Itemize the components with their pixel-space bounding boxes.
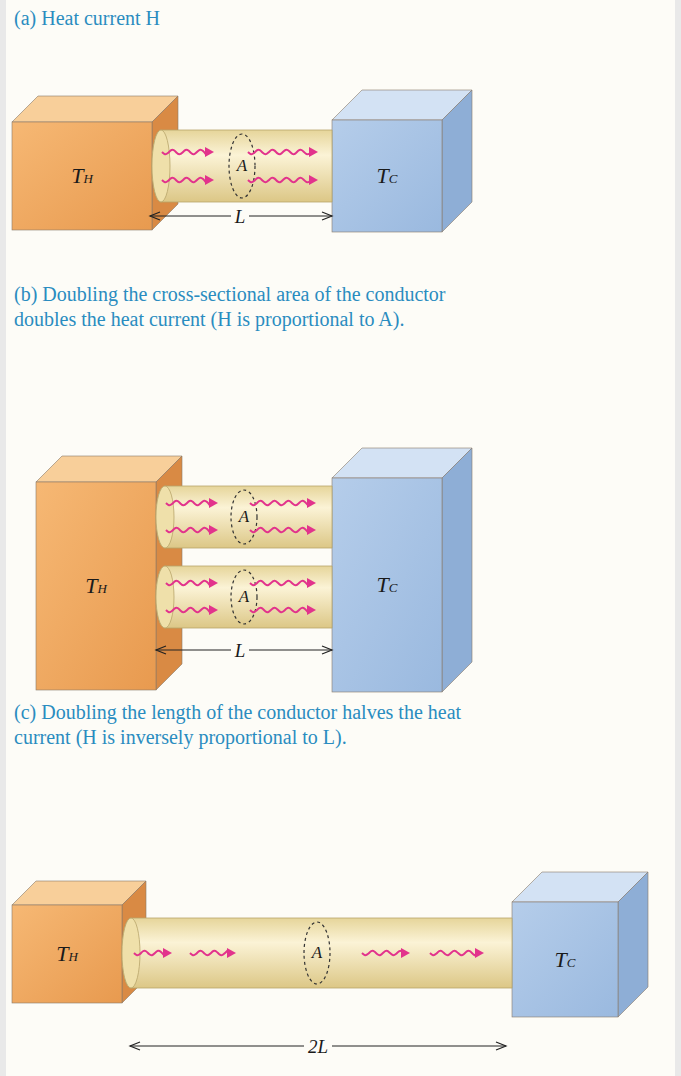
heat-flow-arrowhead bbox=[163, 948, 172, 958]
heat-flow-arrow bbox=[250, 501, 308, 506]
heat-flow-arrowhead bbox=[401, 948, 410, 958]
heat-flow-arrow bbox=[250, 528, 308, 533]
heat-flow-arrowhead bbox=[209, 578, 218, 588]
heat-flow-arrowhead bbox=[205, 175, 214, 185]
cross-section-outline bbox=[231, 570, 257, 624]
area-label: A bbox=[239, 507, 249, 527]
dimension-arrowhead bbox=[322, 212, 332, 220]
hot-block-front bbox=[36, 482, 156, 690]
cold-block-side bbox=[442, 90, 472, 232]
cold-block-side bbox=[442, 448, 472, 692]
heat-flow-arrow bbox=[166, 528, 210, 533]
dimension-arrowhead bbox=[150, 212, 160, 220]
temperature-label: TC bbox=[377, 163, 398, 189]
hot-reservoir: TH bbox=[36, 482, 156, 690]
heat-flow-arrowhead bbox=[309, 147, 318, 157]
dimension-arrowhead bbox=[496, 1042, 506, 1050]
cross-section-outline bbox=[231, 490, 257, 544]
heat-flow-arrow bbox=[134, 951, 164, 956]
cold-block-front bbox=[512, 902, 618, 1017]
cross-section-outline bbox=[304, 922, 330, 984]
dimension-arrowhead bbox=[322, 646, 332, 654]
heat-flow-arrowhead bbox=[205, 147, 214, 157]
heat-flow-arrowhead bbox=[475, 948, 484, 958]
conductor-rod bbox=[156, 486, 332, 548]
rod-end bbox=[122, 918, 140, 988]
panel-heading: (a) Heat current H bbox=[14, 6, 654, 31]
heat-flow-arrow bbox=[162, 178, 206, 183]
heat-flow-arrow bbox=[430, 951, 476, 956]
heat-flow-arrow bbox=[250, 608, 308, 613]
heat-flow-arrow bbox=[248, 178, 310, 182]
hot-reservoir: TH bbox=[12, 122, 152, 230]
temperature-label: TC bbox=[377, 572, 398, 598]
temperature-label: TH bbox=[85, 573, 107, 599]
area-label: A bbox=[312, 943, 322, 963]
hot-block-front bbox=[12, 122, 152, 230]
cross-section-outline bbox=[229, 134, 255, 198]
heat-flow-arrowhead bbox=[209, 605, 218, 615]
dimension-arrowhead bbox=[156, 646, 166, 654]
area-label: A bbox=[239, 587, 249, 607]
heat-flow-arrow bbox=[166, 581, 210, 586]
panel-heading: (c) Doubling the length of the conductor… bbox=[14, 700, 494, 750]
rod-end bbox=[152, 130, 170, 202]
heat-flow-arrow bbox=[166, 501, 210, 506]
heat-flow-arrowhead bbox=[209, 498, 218, 508]
heat-flow-arrowhead bbox=[209, 525, 218, 535]
heat-flow-arrow bbox=[166, 608, 210, 613]
conductor-rod bbox=[156, 566, 332, 628]
hot-reservoir: TH bbox=[12, 905, 122, 1003]
conductor-node: A bbox=[152, 130, 332, 202]
heat-flow-arrowhead bbox=[309, 175, 318, 185]
hot-block-top bbox=[12, 96, 178, 122]
conductor-rod bbox=[152, 130, 332, 202]
conductor-node: A bbox=[156, 566, 332, 628]
heat-flow-arrowhead bbox=[307, 525, 316, 535]
temperature-label: TH bbox=[56, 941, 78, 967]
heat-flow-arrowhead bbox=[307, 498, 316, 508]
area-label: A bbox=[237, 156, 247, 176]
dimension-label: L bbox=[231, 207, 250, 226]
cold-block-front bbox=[332, 478, 442, 692]
hot-block-front bbox=[12, 905, 122, 1003]
dimension-arrowhead bbox=[130, 1042, 140, 1050]
rod-end bbox=[156, 566, 174, 628]
rod-end bbox=[156, 486, 174, 548]
heat-flow-arrow bbox=[362, 951, 402, 956]
heat-flow-arrowhead bbox=[227, 948, 236, 958]
temperature-label: TC bbox=[555, 947, 576, 973]
conductor-rod bbox=[122, 918, 512, 988]
cold-reservoir: TC bbox=[332, 120, 442, 232]
dimension-label: 2L bbox=[304, 1037, 332, 1056]
heat-flow-arrowhead bbox=[307, 578, 316, 588]
cold-reservoir: TC bbox=[512, 902, 618, 1017]
heat-flow-arrow bbox=[162, 150, 206, 155]
panel-heading: (b) Doubling the cross-sectional area of… bbox=[14, 282, 494, 332]
conductor-node: A bbox=[156, 486, 332, 548]
heat-flow-arrow bbox=[250, 581, 308, 586]
cold-block-side bbox=[618, 872, 648, 1017]
heat-flow-arrow bbox=[190, 950, 228, 955]
heat-flow-arrowhead bbox=[307, 605, 316, 615]
temperature-label: TH bbox=[71, 163, 93, 189]
conductor-node: A bbox=[122, 918, 512, 988]
cold-block-front bbox=[332, 120, 442, 232]
cold-reservoir: TC bbox=[332, 478, 442, 692]
dimension-label: L bbox=[231, 641, 250, 660]
heat-flow-arrow bbox=[248, 150, 310, 154]
